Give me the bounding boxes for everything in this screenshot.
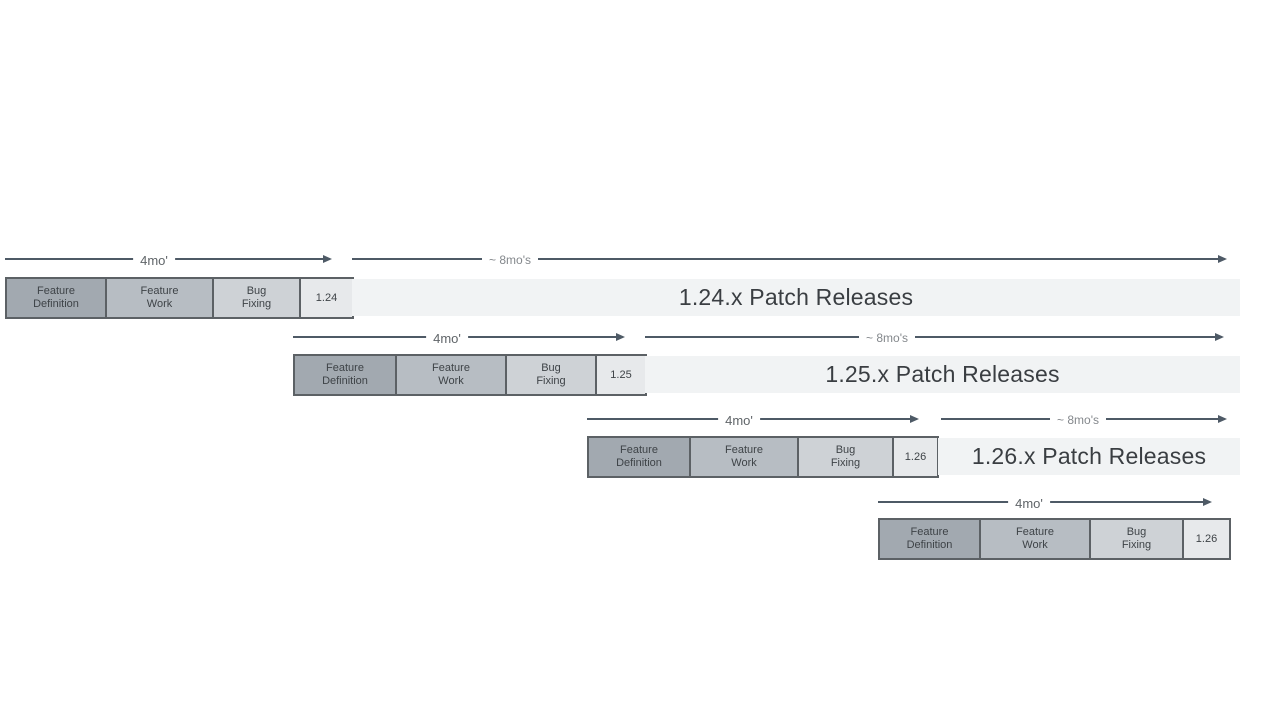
version-box: 1.26 — [1182, 520, 1229, 558]
cycle-duration-arrow: 4mo' — [5, 253, 332, 268]
cycle-duration-arrow: 4mo' — [293, 331, 625, 346]
version-box: 1.25 — [595, 356, 645, 394]
patch-duration-arrow: ~ 8mo's — [645, 331, 1224, 345]
cycle-duration-label: 4mo' — [1008, 496, 1050, 511]
patch-duration-arrow: ~ 8mo's — [352, 253, 1227, 267]
patch-duration-label: ~ 8mo's — [1050, 413, 1106, 427]
patch-duration-label: ~ 8mo's — [482, 253, 538, 267]
patch-release-label: 1.26.x Patch Releases — [971, 443, 1207, 469]
patch-release-bar: 1.26.x Patch Releases — [938, 438, 1240, 475]
cycle-duration-arrow: 4mo' — [587, 413, 919, 428]
patch-release-bar: 1.25.x Patch Releases — [645, 356, 1240, 393]
cycle-duration-label: 4mo' — [718, 413, 760, 428]
cycle-duration-label: 4mo' — [426, 331, 468, 346]
cycle-duration-label: 4mo' — [133, 253, 175, 268]
patch-release-label: 1.25.x Patch Releases — [825, 361, 1060, 387]
version-box: 1.26 — [892, 438, 937, 476]
patch-duration-arrow: ~ 8mo's — [941, 413, 1227, 427]
patch-duration-label: ~ 8mo's — [859, 331, 915, 345]
version-box: 1.24 — [299, 279, 352, 317]
patch-release-bar: 1.24.x Patch Releases — [352, 279, 1240, 316]
cycle-duration-arrow: 4mo' — [878, 496, 1212, 511]
patch-release-label: 1.24.x Patch Releases — [678, 284, 914, 310]
